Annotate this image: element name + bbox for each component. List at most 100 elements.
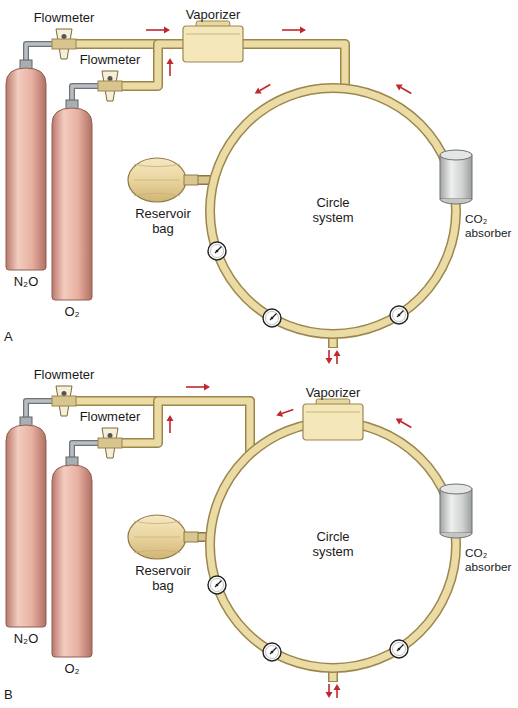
label-holder: Flowmeter: [80, 410, 141, 425]
vaporizer-body: [183, 26, 243, 62]
flow-arrowhead: [276, 410, 283, 417]
flow-arrow: [328, 684, 330, 692]
flow-arrow-group: [255, 84, 412, 698]
bag-fold: [134, 550, 180, 552]
panel-letter: A: [4, 330, 13, 345]
flowmeter-float: [62, 391, 67, 396]
flow-arrowhead: [167, 58, 174, 64]
flow-arrow: [260, 85, 270, 91]
part-label: O₂: [64, 305, 79, 320]
absorber-top: [440, 484, 472, 494]
part-label: Flowmeter: [34, 11, 95, 26]
pressure-gauge: [390, 640, 408, 658]
absorber-base: [440, 199, 472, 204]
flow-arrow: [336, 690, 338, 698]
part-illustration: [98, 71, 122, 101]
part-label: Circle system: [301, 196, 365, 226]
gauge-dial: [211, 579, 224, 592]
flowmeter-manifold: [52, 39, 76, 49]
label-holder: Reservoir bag: [131, 207, 195, 237]
pressure-gauge: [208, 242, 226, 260]
vaporizer-seam: [306, 412, 360, 413]
absorber-base: [440, 533, 472, 538]
label-holder: Reservoir bag: [131, 564, 195, 594]
gas-cylinder: O₂: [52, 100, 92, 300]
gauge-needle: [215, 581, 222, 588]
gauge-needle: [270, 314, 277, 321]
flow-arrow: [328, 350, 330, 358]
cylinder-body: [52, 108, 92, 300]
gauge-needle: [215, 247, 222, 254]
bag-neck: [184, 532, 198, 542]
flowmeter-float: [108, 433, 113, 438]
part-label: Reservoir bag: [131, 564, 195, 594]
part-illustration: [6, 417, 46, 627]
part-illustration: [128, 515, 198, 559]
label-holder: O₂: [64, 305, 79, 320]
gauge-pivot: [216, 250, 219, 253]
gauge-pivot: [398, 648, 401, 651]
flow-arrowhead: [326, 358, 333, 364]
gauge-dial: [393, 643, 406, 656]
gauge-dial: [266, 312, 279, 325]
label-holder: Flowmeter: [34, 368, 95, 383]
pipe-core: [26, 44, 52, 60]
part-illustration: [52, 386, 76, 416]
pipe-core: [72, 86, 98, 100]
flowmeter: Flowmeter: [98, 428, 122, 458]
valve-pipe: [72, 443, 98, 457]
gauge-needle: [397, 645, 404, 652]
gas-pipe: [243, 27, 345, 89]
vaporizer: Vaporizer: [183, 26, 243, 62]
flow-arrowhead: [204, 384, 210, 391]
part-label: CO₂ absorber: [465, 546, 515, 573]
part-label: Flowmeter: [80, 53, 141, 68]
bag-fold: [134, 164, 180, 166]
label-holder: N₂O: [14, 632, 39, 647]
flow-arrowhead: [326, 692, 333, 698]
circuit-tube-outline: [210, 88, 456, 334]
co2-absorber: CO₂ absorber: [440, 484, 472, 538]
flow-arrowhead: [334, 684, 341, 690]
label-holder: Flowmeter: [80, 53, 141, 68]
flowmeter-manifold: [98, 81, 122, 91]
gauge-dial: [393, 309, 406, 322]
pipe-outline: [122, 401, 250, 454]
valve-pipe: [72, 86, 98, 100]
bag-body: [128, 515, 186, 559]
gas-cylinder: N₂O: [6, 60, 46, 270]
gas-cylinder: N₂O: [6, 417, 46, 627]
pressure-gauge: [208, 576, 226, 594]
flowmeter: Flowmeter: [52, 386, 76, 416]
part-label: Flowmeter: [80, 410, 141, 425]
flow-arrow: [146, 29, 164, 31]
flow-arrow: [186, 386, 204, 388]
flowmeter-float: [108, 76, 113, 81]
part-illustration: [98, 428, 122, 458]
pipe-outline: [243, 44, 345, 89]
bag-neck: [184, 175, 198, 185]
label-holder: Vaporizer: [306, 386, 361, 401]
reservoir-bag: Reservoir bag: [128, 158, 198, 202]
circle-system: Circle system: [210, 88, 456, 334]
part-label: N₂O: [14, 275, 39, 290]
flow-arrowhead: [396, 418, 403, 424]
part-illustration: [440, 150, 472, 204]
cylinder-body: [52, 465, 92, 657]
flow-arrow: [401, 88, 411, 94]
gas-cylinder: O₂: [52, 457, 92, 657]
label-holder: CO₂ absorber: [465, 546, 515, 573]
gas-pipe: [76, 384, 250, 455]
flowmeter-manifold: [52, 396, 76, 406]
flowmeter: Flowmeter: [98, 71, 122, 101]
valve-pipe: [26, 44, 52, 60]
part-illustration: [6, 60, 46, 270]
part-label: N₂O: [14, 632, 39, 647]
flowmeter-manifold: [98, 438, 122, 448]
panel-letter: B: [4, 688, 13, 703]
pressure-gauge: [390, 306, 408, 324]
part-label: Reservoir bag: [131, 207, 195, 237]
flow-arrowhead: [300, 27, 306, 34]
co2-absorber: CO₂ absorber: [440, 150, 472, 204]
